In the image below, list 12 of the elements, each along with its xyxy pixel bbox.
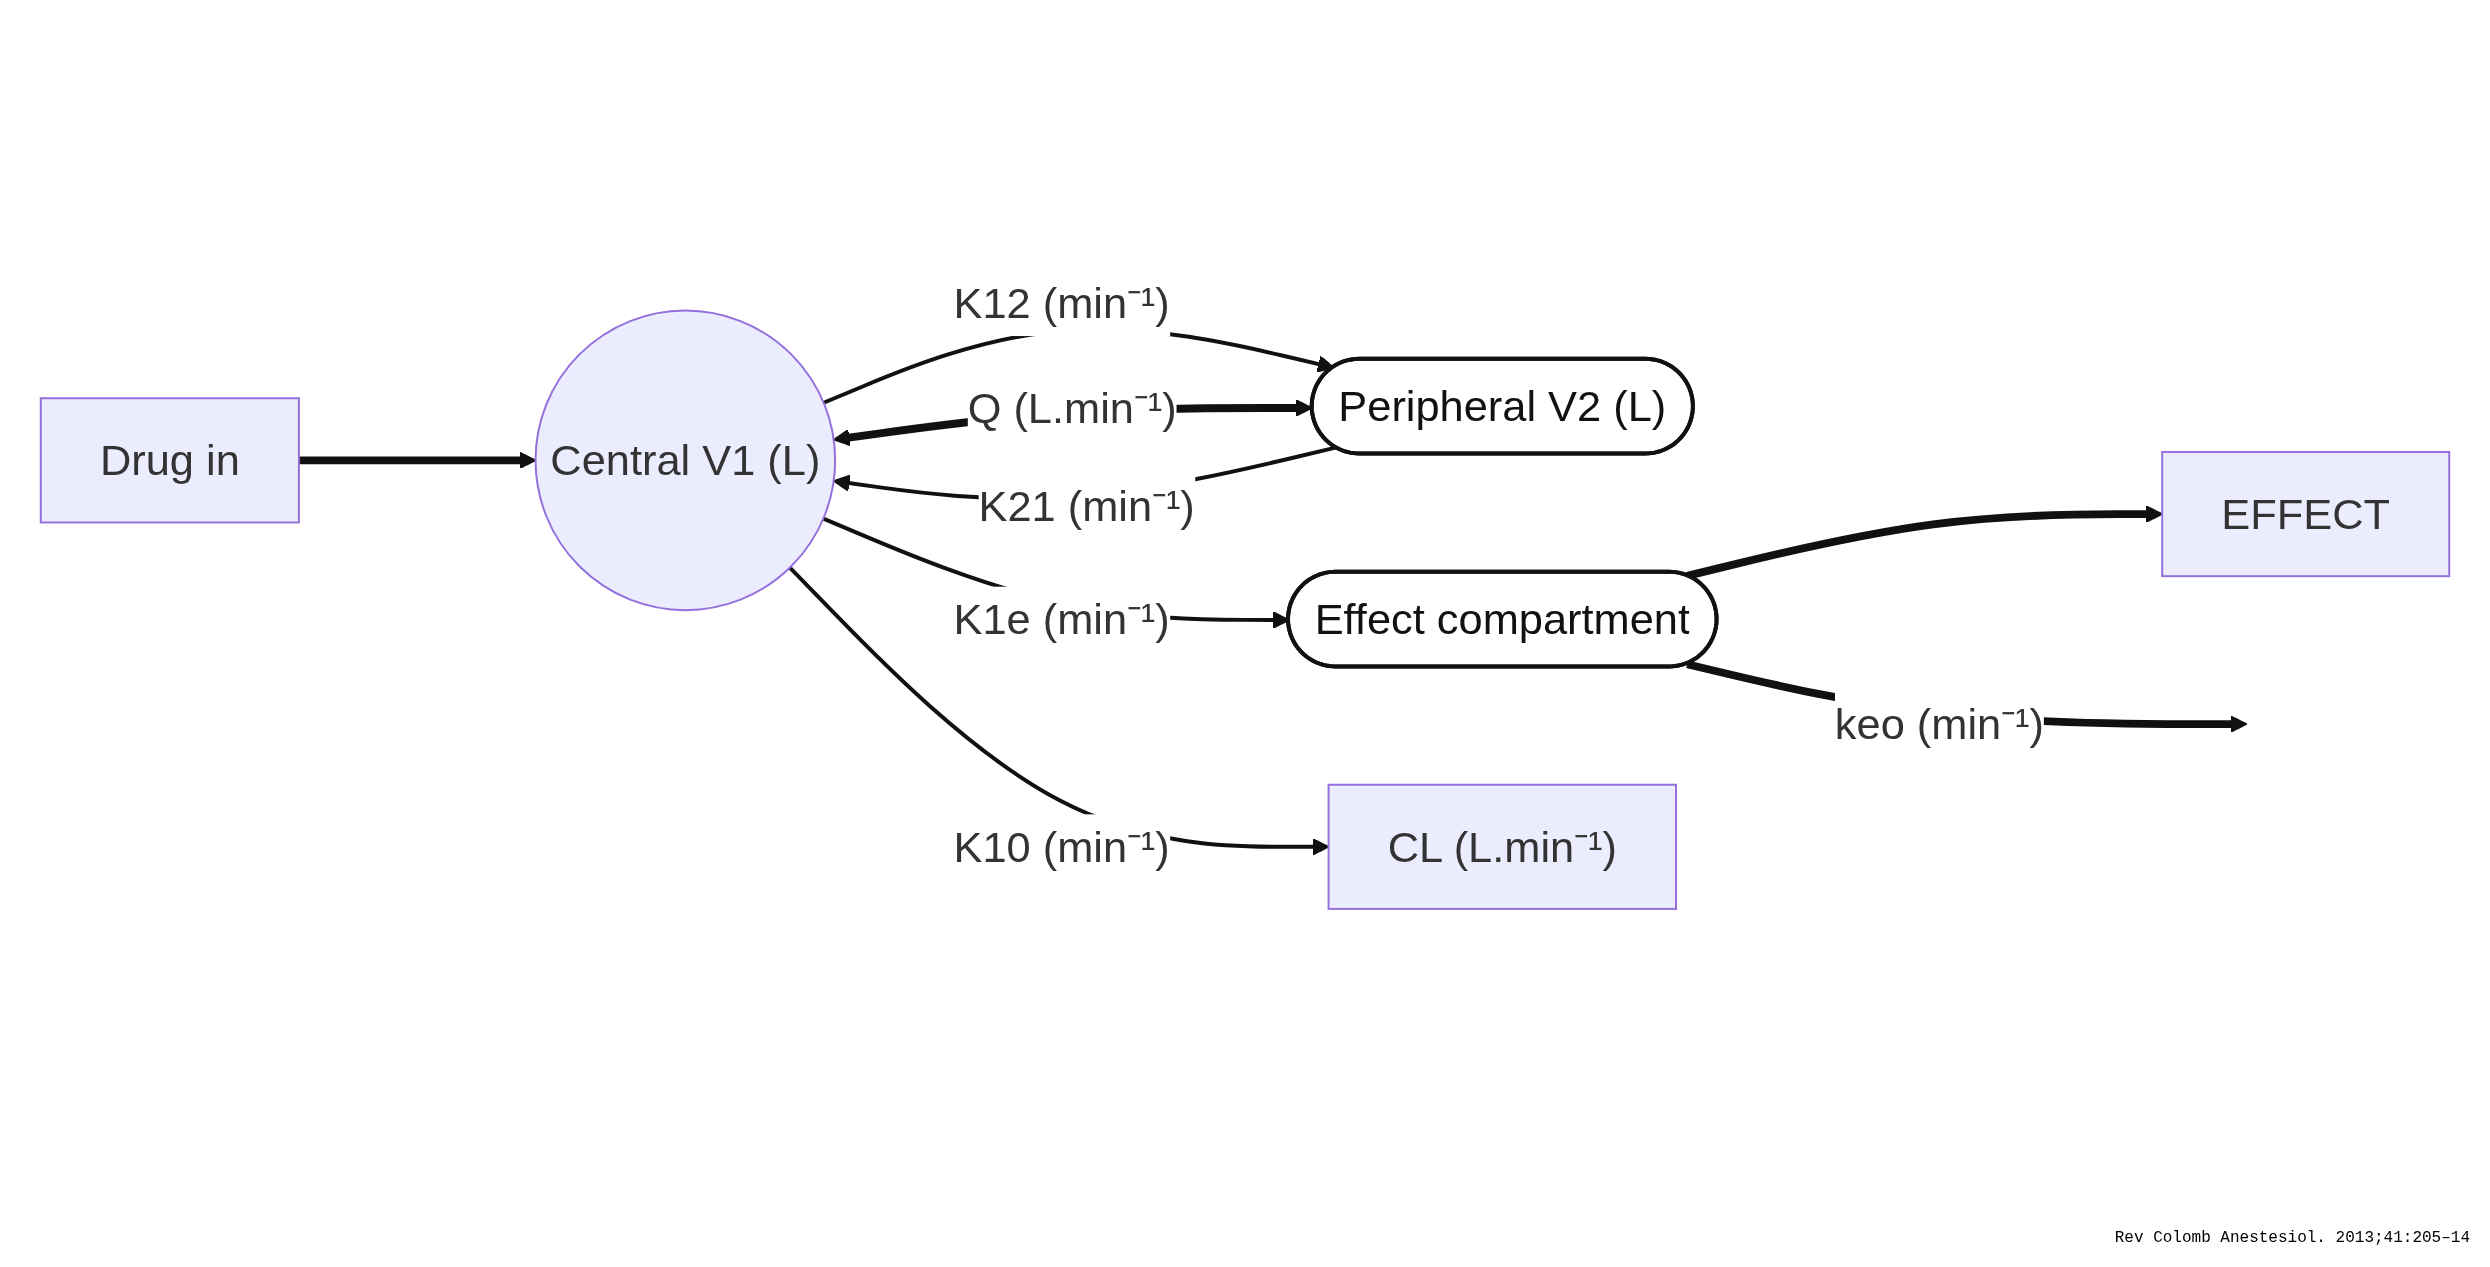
edge-label: Q (L.min⁻¹) [967,383,1177,433]
edge-label: K12 (min⁻¹) [953,278,1170,329]
node-box: CL (L.min⁻¹) [1327,783,1677,910]
caption: Rev Colomb Anestesiol. 2013;41:205–14 [2114,1229,2470,1247]
node-box: Drug in [39,397,300,524]
node-box: EFFECT [2161,451,2451,578]
edge-label: K10 (min⁻¹) [953,822,1170,872]
edge-label: K1e (min⁻¹) [953,594,1170,644]
edge-label: K21 (min⁻¹) [978,482,1195,532]
node-circle: Central V1 (L) [534,309,837,612]
edge-label: keo (min⁻¹) [1834,699,2044,749]
arrow [1686,505,2163,580]
